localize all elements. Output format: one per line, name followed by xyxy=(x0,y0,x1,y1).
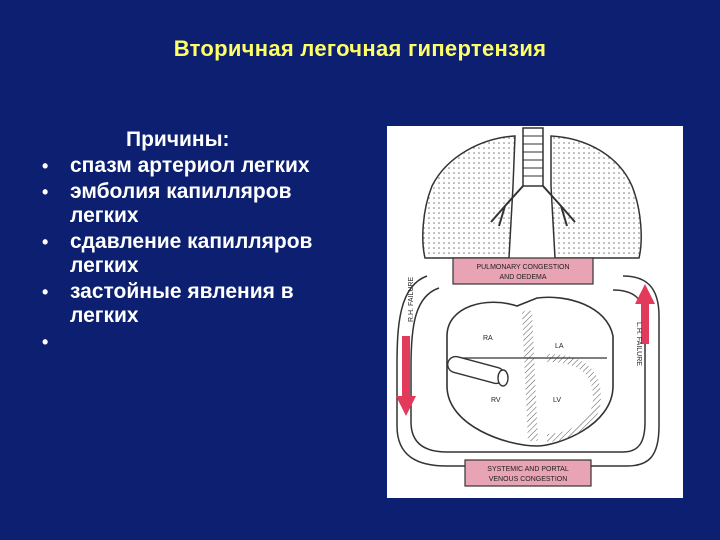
cause-text: сдавление капилляров легких xyxy=(70,230,313,277)
systemic-label-line1: SYSTEMIC AND PORTAL xyxy=(487,466,569,473)
pulmonary-label-box xyxy=(452,257,594,285)
list-item: • застойные явления в легких xyxy=(40,280,360,328)
label-lv: LV xyxy=(553,397,561,404)
diagram-svg: PULMONARY CONGESTION AND OEDEMA RA LA RV… xyxy=(396,127,660,487)
lh-failure-label: L.H. FAILURE xyxy=(635,322,642,366)
left-lung xyxy=(422,135,516,259)
list-item: • спазм артериол легких xyxy=(40,154,360,178)
outer-loop xyxy=(396,275,660,467)
lh-failure-arrow xyxy=(635,284,655,344)
systemic-label-box xyxy=(464,459,592,487)
pulmonary-label-line2: AND OEDEMA xyxy=(499,274,546,281)
lv-wall xyxy=(546,354,602,442)
vena-cava-icon xyxy=(447,355,509,387)
bullet-icon: • xyxy=(42,182,49,202)
cause-list: • спазм артериол легких • эмболия капилляр… xyxy=(40,154,360,352)
causes-block: Причины: • спазм артериол легких • эмболия… xyxy=(40,128,360,352)
bullet-icon: • xyxy=(42,282,49,302)
trachea xyxy=(522,127,544,187)
bullet-icon: • xyxy=(42,332,49,352)
bullet-icon: • xyxy=(42,232,49,252)
pulmonary-label-line1: PULMONARY CONGESTION xyxy=(476,264,569,271)
right-lung xyxy=(550,135,642,259)
list-item: • эмболия капилляров легких xyxy=(40,180,360,228)
cause-text: эмболия капилляров легких xyxy=(70,180,292,227)
slide-title: Вторичная легочная гипертензия xyxy=(173,36,547,61)
systemic-label-line2: VENOUS CONGESTION xyxy=(489,476,568,483)
heart-lung-diagram: PULMONARY CONGESTION AND OEDEMA RA LA RV… xyxy=(387,126,683,498)
causes-heading: Причины: xyxy=(126,128,230,151)
label-rv: RV xyxy=(491,397,501,404)
label-la: LA xyxy=(555,343,564,350)
bullet-icon: • xyxy=(42,156,49,176)
list-item: • сдавление капилляров легких xyxy=(40,230,360,278)
rh-failure-arrow xyxy=(396,336,416,416)
septum xyxy=(522,310,538,442)
rh-failure-label: R.H. FAILURE xyxy=(408,277,415,322)
cause-text: спазм артериол легких xyxy=(70,154,310,177)
cause-text: застойные явления в легких xyxy=(70,280,294,327)
label-ra: RA xyxy=(483,335,493,342)
